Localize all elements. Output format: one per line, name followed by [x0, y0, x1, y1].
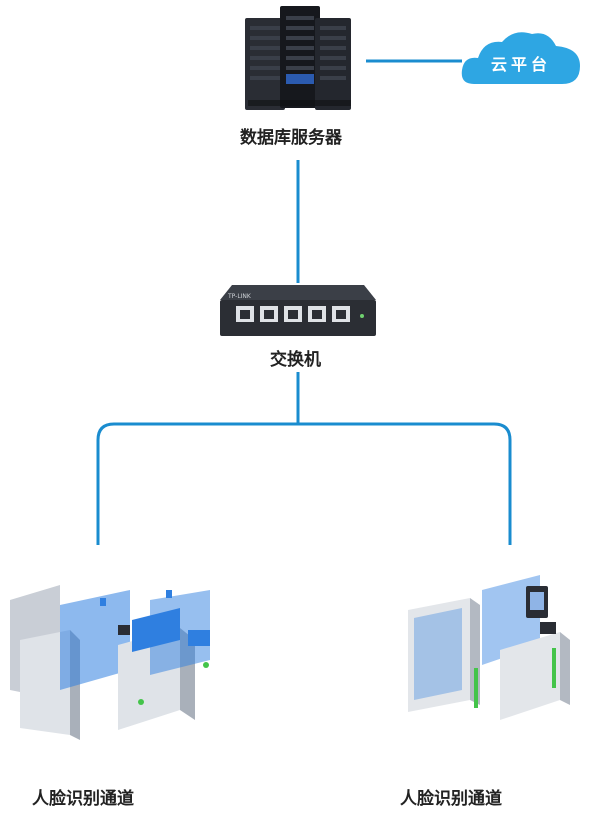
cloud-icon: 云平台: [461, 32, 580, 84]
gate-right-label: 人脸识别通道: [400, 789, 502, 809]
server-rack-icon: [245, 6, 351, 110]
turnstile-gate-icon: [10, 585, 210, 740]
gate-left-label: 人脸识别通道: [32, 789, 134, 809]
face-recognition-gate-icon: [408, 575, 570, 720]
connector-branch: [96, 422, 512, 545]
switch-brand: TP-LINK: [227, 293, 252, 300]
database-server-label: 数据库服务器: [240, 128, 342, 148]
switch-label: 交换机: [270, 350, 321, 370]
connectors: [96, 59, 512, 545]
network-switch-icon: TP-LINK: [220, 285, 376, 336]
cloud-label: 云平台: [491, 55, 551, 74]
